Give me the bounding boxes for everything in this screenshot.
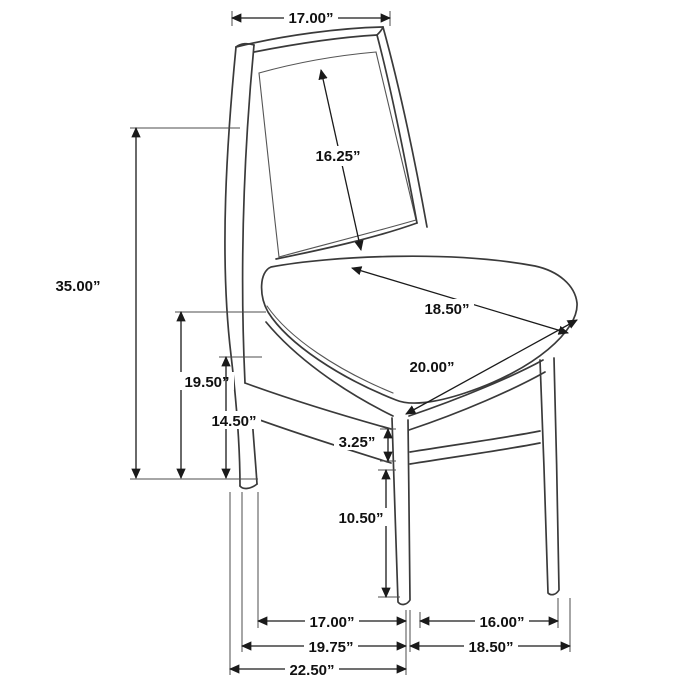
seat-depth-label: 18.50” — [424, 301, 469, 318]
label-bg — [180, 372, 234, 390]
base-extension-lines — [229, 492, 571, 675]
chair-drawing — [224, 26, 578, 606]
dim-base-width: 18.50” — [408, 637, 572, 656]
dim-back-panel-height: 16.25” — [311, 68, 365, 252]
label-bg — [207, 411, 261, 429]
side-stretcher-bottom — [245, 414, 392, 464]
floor-to-seat-back-label: 19.50” — [184, 374, 229, 391]
label-bg — [420, 299, 474, 318]
back-post-inner-edge — [241, 44, 255, 384]
label-bg — [475, 612, 529, 630]
label-bg — [464, 637, 518, 655]
base-depth-label: 19.75” — [308, 639, 353, 656]
front-stretcher-bottom — [409, 442, 541, 465]
side-stretcher-top — [244, 382, 392, 430]
seat-apron-left — [265, 321, 394, 417]
overall-height-label: 35.00” — [55, 278, 100, 295]
seat-cushion-seam — [266, 305, 394, 394]
front-right-leg — [539, 357, 560, 596]
dim-floor-to-seat-back: 19.50” — [175, 310, 266, 480]
apron-thickness-label: 3.25” — [339, 434, 376, 451]
dim-overall-depth: 22.50” — [228, 660, 408, 679]
dimension-annotations: 17.00” 16.25” 35.00” 19.50” — [51, 9, 578, 679]
label-bg — [284, 9, 338, 27]
leg-span-front-label: 16.00” — [479, 614, 524, 631]
label-bg — [51, 276, 105, 295]
dim-base-depth: 19.75” — [240, 637, 408, 656]
back-leg-foot — [239, 483, 258, 490]
dim-leg-span-side: 17.00” — [256, 612, 408, 631]
label-bg — [305, 612, 359, 630]
back-width-label: 17.00” — [288, 10, 333, 27]
dim-back-width: 17.00” — [230, 9, 392, 27]
backrest-right-post-inner — [376, 34, 418, 224]
leg-span-side-label: 17.00” — [309, 614, 354, 631]
back-post-top-cap — [235, 42, 255, 48]
dim-overall-height: 35.00” — [51, 126, 258, 480]
backrest-bottom-rail — [275, 222, 418, 260]
label-bg — [311, 146, 365, 166]
dim-seat-depth: 18.50” — [351, 266, 569, 335]
backrest-right-post-outer — [382, 26, 428, 228]
stretcher-to-floor-label: 10.50” — [338, 510, 383, 527]
overall-depth-label: 22.50” — [289, 662, 334, 679]
backrest-top-rail-top — [235, 26, 384, 48]
dim-seat-width: 20.00” — [405, 319, 578, 415]
backrest-top-rail-cap — [376, 26, 384, 36]
label-bg — [334, 508, 388, 526]
dim-stretcher-to-floor: 10.50” — [334, 468, 400, 599]
dim-leg-span-front: 16.00” — [418, 612, 560, 631]
label-bg — [285, 660, 339, 678]
seat-width-label: 20.00” — [409, 359, 454, 376]
floor-to-seat-label: 14.50” — [211, 413, 256, 430]
base-width-label: 18.50” — [468, 639, 513, 656]
label-bg — [405, 357, 459, 376]
back-panel-height-label: 16.25” — [315, 148, 360, 165]
label-bg — [304, 637, 358, 655]
front-left-leg — [391, 417, 411, 606]
backrest-top-rail-bottom — [253, 34, 378, 53]
dim-floor-to-seat: 14.50” — [207, 355, 262, 480]
front-stretcher-top — [409, 430, 541, 453]
dim-apron-thickness: 3.25” — [334, 427, 396, 463]
dim-line — [405, 319, 578, 415]
back-post-outer-edge — [224, 46, 241, 487]
label-bg — [334, 432, 380, 450]
